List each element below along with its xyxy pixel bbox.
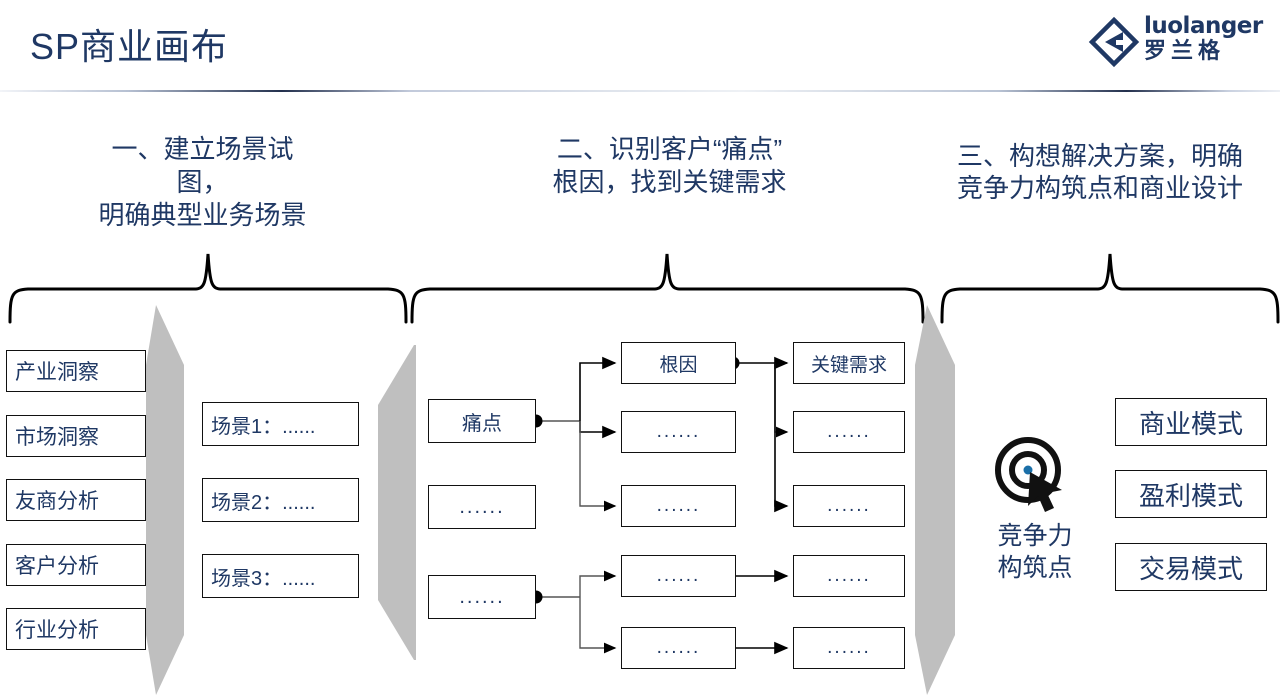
root-cause-label: 根因 xyxy=(659,354,698,376)
pain-point-label: ...... xyxy=(459,585,505,608)
key-need-box[interactable]: 关键需求 xyxy=(793,342,905,384)
key-need-box[interactable]: ...... xyxy=(793,627,905,669)
insight-label: 友商分析 xyxy=(15,490,99,513)
diamond-logo-icon xyxy=(1088,16,1140,68)
pain-point-label: 痛点 xyxy=(462,412,502,435)
scenario-label: 场景1：...... xyxy=(211,415,316,438)
insight-label: 行业分析 xyxy=(15,619,99,642)
root-cause-box[interactable]: ...... xyxy=(621,485,736,527)
mode-label: 商业模式 xyxy=(1138,408,1243,439)
competitiveness-label: 竞争力 构筑点 xyxy=(997,522,1073,582)
scenario-box[interactable]: 场景2：...... xyxy=(202,478,359,522)
scenario-label: 场景3：...... xyxy=(211,567,316,590)
phase-1-heading: 一、建立场景试图， 明确典型业务场景 xyxy=(98,134,307,230)
key-need-box[interactable]: ...... xyxy=(793,411,905,453)
insight-label: 市场洞察 xyxy=(15,426,99,449)
root-cause-label: ...... xyxy=(656,637,701,658)
mode-label: 交易模式 xyxy=(1138,553,1243,584)
key-need-label: 关键需求 xyxy=(810,354,887,376)
phase-3-chevron xyxy=(915,305,955,700)
key-need-label: ...... xyxy=(827,565,871,586)
root-cause-label: ...... xyxy=(656,495,701,516)
pain-point-box[interactable]: ...... xyxy=(428,575,536,619)
insight-box[interactable]: 市场洞察 xyxy=(6,415,146,457)
pain-point-box[interactable]: 痛点 xyxy=(428,399,536,443)
logo-wordmark: luolanger 罗兰格 xyxy=(1144,14,1263,64)
scenario-box[interactable]: 场景1：...... xyxy=(202,402,359,446)
business-mode-box[interactable]: 商业模式 xyxy=(1115,398,1267,446)
phase-1-brace xyxy=(8,252,408,329)
phase-3-heading: 三、构想解决方案，明确 竞争力构筑点和商业设计 xyxy=(956,141,1243,203)
logo-latin-text: luolanger xyxy=(1144,13,1263,39)
insight-box[interactable]: 产业洞察 xyxy=(6,350,146,392)
insight-label: 客户分析 xyxy=(15,555,99,578)
root-cause-box[interactable]: 根因 xyxy=(621,342,736,384)
pain-point-box[interactable]: ...... xyxy=(428,485,536,529)
mode-label: 盈利模式 xyxy=(1138,480,1243,511)
root-cause-label: ...... xyxy=(656,565,701,586)
root-cause-box[interactable]: ...... xyxy=(621,411,736,453)
target-cursor-icon xyxy=(990,432,1072,514)
phase-1-chevron-left xyxy=(146,305,184,700)
phase-3-brace xyxy=(940,252,1280,329)
phase-2-brace xyxy=(410,252,925,329)
logo-chinese-text: 罗兰格 xyxy=(1144,38,1226,63)
company-logo: luolanger 罗兰格 xyxy=(1088,12,1275,70)
insight-box[interactable]: 友商分析 xyxy=(6,479,146,521)
page-title: SP商业画布 xyxy=(30,26,229,67)
transaction-mode-box[interactable]: 交易模式 xyxy=(1115,543,1267,591)
insight-box[interactable]: 客户分析 xyxy=(6,544,146,586)
key-need-label: ...... xyxy=(827,495,871,516)
scenario-box[interactable]: 场景3：...... xyxy=(202,554,359,598)
key-need-box[interactable]: ...... xyxy=(793,485,905,527)
header-divider xyxy=(0,90,1280,92)
phase-2-heading: 二、识别客户“痛点” 根因，找到关键需求 xyxy=(552,134,787,197)
insight-box[interactable]: 行业分析 xyxy=(6,608,146,650)
key-need-box[interactable]: ...... xyxy=(793,555,905,597)
insight-label: 产业洞察 xyxy=(15,361,99,384)
phase-1-chevron-right xyxy=(378,345,416,665)
scenario-label: 场景2：...... xyxy=(211,491,316,514)
root-cause-box[interactable]: ...... xyxy=(621,555,736,597)
root-cause-box[interactable]: ...... xyxy=(621,627,736,669)
key-need-label: ...... xyxy=(827,421,871,442)
key-need-label: ...... xyxy=(827,637,871,658)
root-cause-label: ...... xyxy=(656,421,701,442)
pain-point-label: ...... xyxy=(459,495,505,518)
profit-mode-box[interactable]: 盈利模式 xyxy=(1115,470,1267,518)
